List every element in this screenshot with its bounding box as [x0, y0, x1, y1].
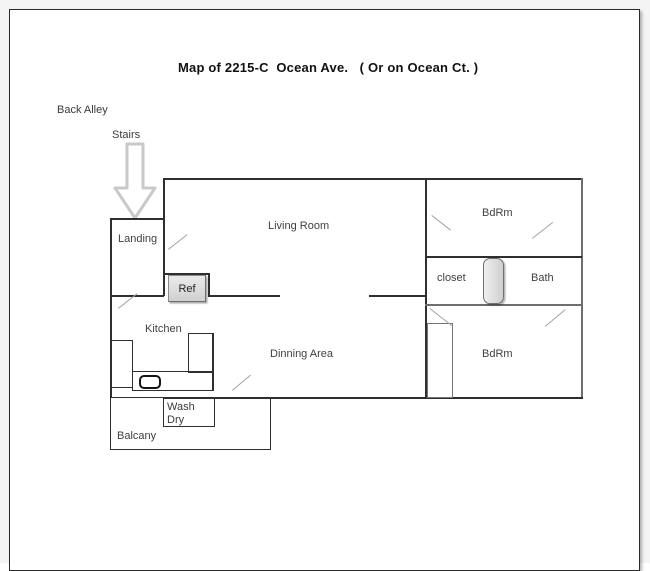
door-swing-bath-bottom [545, 309, 566, 327]
wall-closet-bath-top [425, 256, 582, 258]
wall-living-hall-right [369, 295, 426, 297]
door-swing-bath-top [532, 221, 554, 239]
bathtub-icon [483, 258, 504, 304]
bedroom-closet-box [427, 323, 453, 398]
wall-landing-top [110, 218, 164, 220]
wall-right [581, 178, 583, 399]
kitchen-counter-edge [212, 333, 214, 391]
wall-bottom [163, 397, 583, 399]
wall-left [110, 218, 112, 398]
wall-ref-nook-right [208, 273, 210, 297]
wall-bedroom-wing-left [425, 178, 427, 398]
room-label-bedroom-bottom: BdRm [482, 348, 513, 360]
fixture-washer-dryer [163, 397, 215, 427]
wall-closet-bath-bottom [425, 304, 582, 306]
room-label-bath: Bath [531, 272, 554, 284]
annotation-stairs: Stairs [112, 129, 141, 141]
room-label-balcany: Balcany [117, 430, 157, 442]
wall-landing-right [163, 218, 165, 296]
sink-icon [139, 375, 161, 389]
fixture-refrigerator[interactable]: Ref [168, 275, 206, 302]
kitchen-counter-left [111, 340, 133, 388]
fixture-label-refrigerator: Ref [178, 282, 196, 295]
wall-living-dining-left [163, 273, 210, 275]
room-label-kitchen: Kitchen [145, 323, 182, 335]
wall-top [163, 178, 583, 180]
door-swing-bedroom-top [431, 215, 451, 231]
room-label-bedroom-top: BdRm [482, 207, 513, 219]
down-arrow-icon [113, 142, 157, 220]
fixture-label-washer: Wash [167, 401, 195, 413]
wall-left-upper-return [163, 178, 165, 219]
door-swing-dining [232, 374, 252, 391]
room-label-closet: closet [437, 272, 466, 284]
document-sheet [9, 9, 640, 571]
kitchen-counter-upper-right [188, 333, 213, 373]
room-label-living-room: Living Room [268, 220, 330, 232]
room-label-dinning-area: Dinning Area [270, 348, 333, 360]
wall-living-dining-mid [208, 295, 280, 297]
room-label-landing: Landing [118, 233, 158, 245]
wall-landing-bottom [110, 295, 164, 297]
annotation-back-alley: Back Alley [57, 104, 108, 116]
page-title: Map of 2215-C Ocean Ave. ( Or on Ocean C… [178, 60, 479, 75]
fixture-label-dryer: Dry [167, 414, 185, 426]
door-swing-landing-right [168, 234, 188, 250]
